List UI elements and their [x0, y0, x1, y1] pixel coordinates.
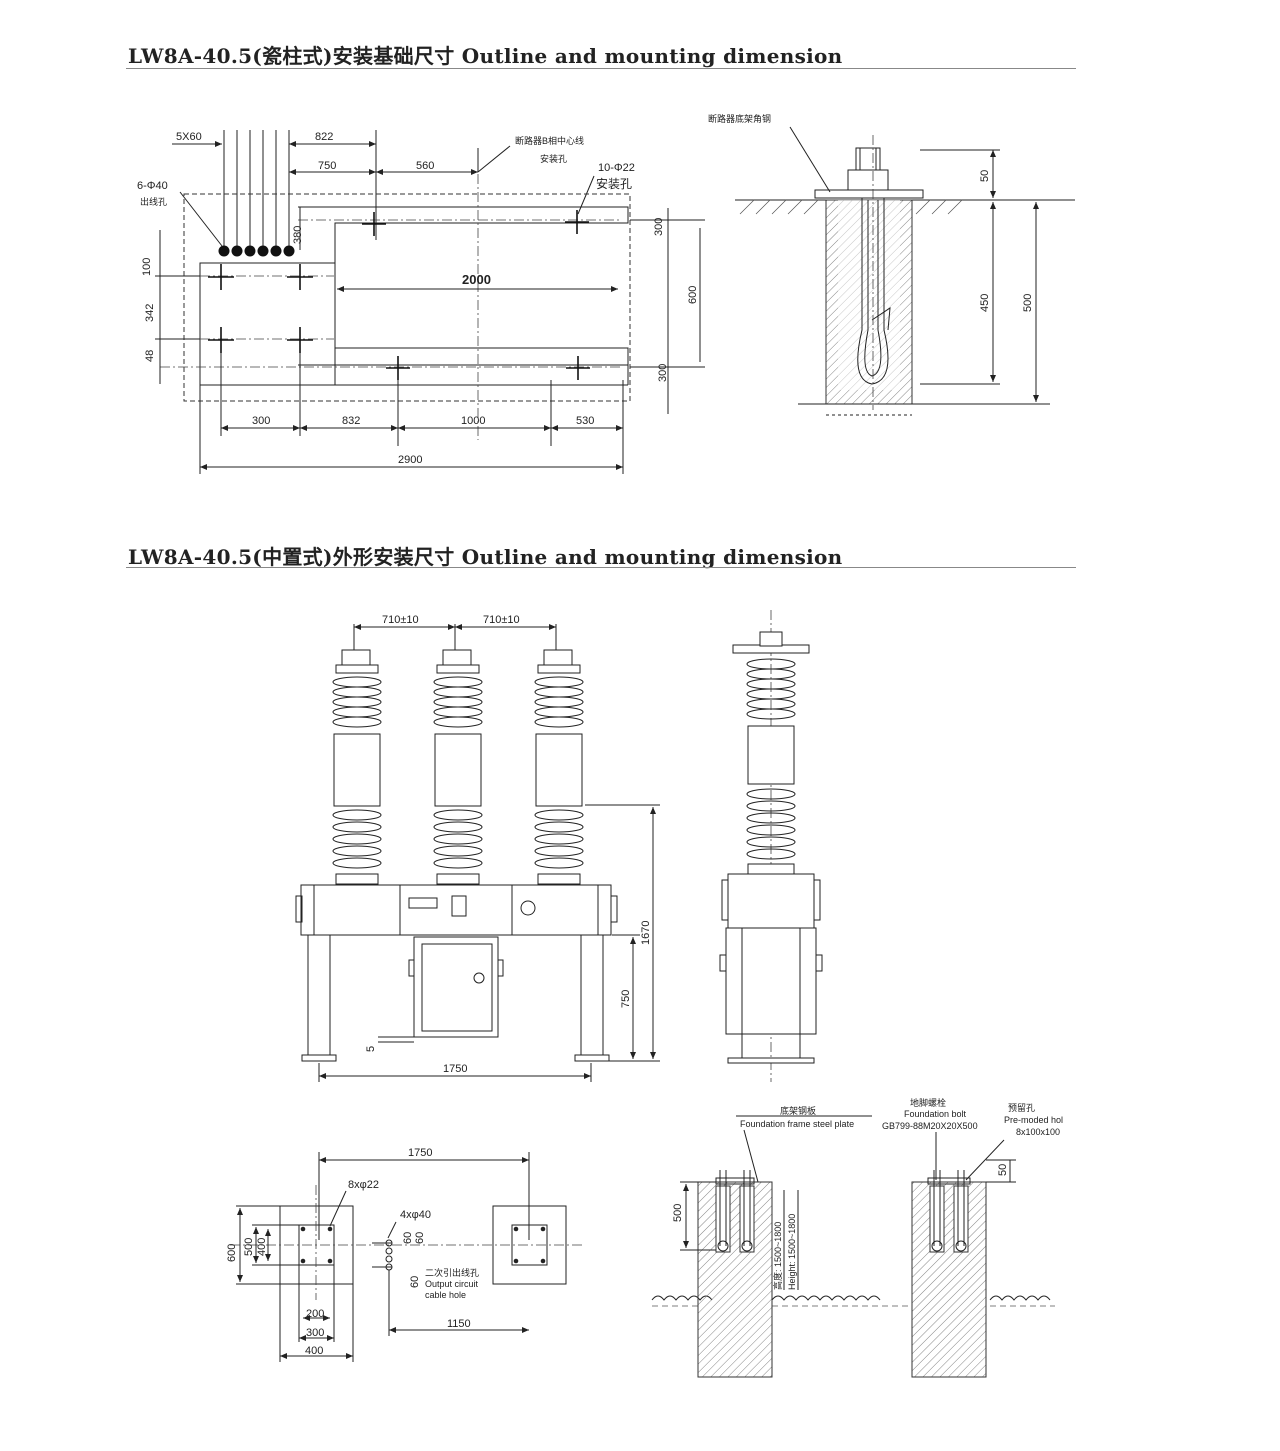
label-holes-8: 8xφ22 [348, 1179, 379, 1191]
label-bolt-cn: 地脚螺栓 [910, 1097, 946, 1108]
dim-5: 5 [365, 1046, 377, 1052]
dim-1150: 1150 [447, 1318, 471, 1330]
dim-400-plan: 400 [305, 1345, 323, 1357]
dim-750-front: 750 [620, 990, 632, 1008]
breaker-front-view: 710±10 710±10 [295, 614, 660, 1082]
label-mount-hole-b: 安装孔 [540, 153, 567, 164]
label-bolt-spec: GB799-88M20X20X500 [882, 1121, 978, 1131]
label-height-en: Height: 1500~1800 [787, 1214, 797, 1290]
label-outlet-hole: 出线孔 [140, 196, 167, 207]
label-hole-spec: 8x100x100 [1016, 1127, 1060, 1137]
mount-hole-crosses [208, 210, 590, 380]
bus-lines [223, 130, 290, 250]
dim-530: 530 [576, 415, 594, 427]
label-cable-hole-cn: 二次引出线孔 [425, 1267, 479, 1278]
dim-pitch-1: 710±10 [382, 614, 419, 626]
label-hole-cn: 预留孔 [1008, 1102, 1035, 1113]
dim-400-vertical: 400 [256, 1238, 268, 1256]
dim-bus: 5X60 [176, 131, 202, 143]
dim-600-plan: 600 [226, 1244, 238, 1262]
dim-822: 822 [315, 131, 333, 143]
dim-300-plan: 300 [306, 1327, 324, 1339]
dim-342: 342 [144, 304, 156, 322]
dim-380: 380 [292, 226, 304, 244]
dim-500: 500 [1022, 294, 1034, 312]
section1-rule [126, 68, 1076, 69]
label-cable-hole-en-2: cable hole [425, 1290, 466, 1300]
label-plate-en: Foundation frame steel plate [740, 1119, 854, 1129]
dim-832: 832 [342, 415, 360, 427]
pole-3 [534, 649, 584, 885]
dim-50: 50 [979, 170, 991, 182]
dim-2900: 2900 [398, 454, 422, 466]
label-height-cn: 高度: 1500~1800 [772, 1222, 783, 1290]
label-hole-en: Pre-moded hol [1004, 1115, 1063, 1125]
dim-60c: 60 [409, 1276, 421, 1288]
dim-100: 100 [141, 258, 153, 276]
dim-2000: 2000 [462, 272, 491, 287]
dim-1750-front: 1750 [443, 1063, 467, 1075]
breaker-side-view [719, 610, 823, 1082]
dim-500-plan: 500 [243, 1238, 255, 1256]
foundation-sections: 底架钢板 Foundation frame steel plate 地脚螺栓 F… [651, 1097, 1063, 1378]
dim-300b: 300 [657, 364, 669, 382]
dim-560: 560 [416, 160, 434, 172]
section1-title: LW8A-40.5(瓷柱式)安装基础尺寸 Outline and mountin… [128, 44, 843, 68]
pole-2 [433, 649, 483, 885]
dim-200: 200 [306, 1308, 324, 1320]
label-holes-4: 4xφ40 [400, 1209, 431, 1221]
label-holes-6: 6-Φ40 [137, 180, 168, 192]
section2-rule [126, 567, 1076, 568]
anchor-bolt-section: 断路器底架角钢 50 450 500 [708, 113, 1075, 416]
dim-500-section: 500 [672, 1204, 684, 1222]
label-center-line: 断路器B相中心线 [515, 135, 584, 146]
dim-48: 48 [144, 350, 156, 362]
dim-600: 600 [687, 286, 699, 304]
label-mount-hole: 安装孔 [596, 176, 632, 191]
dim-pitch-2: 710±10 [483, 614, 520, 626]
dim-50-section: 50 [997, 1164, 1009, 1176]
dim-750: 750 [318, 160, 336, 172]
section2-title: LW8A-40.5(中置式)外形安装尺寸 Outline and mountin… [128, 545, 843, 569]
pole-1 [332, 649, 382, 885]
dim-1000: 1000 [461, 415, 485, 427]
dim-1670: 1670 [640, 921, 652, 945]
label-bolt-en: Foundation bolt [904, 1109, 967, 1119]
label-plate-cn: 底架钢板 [780, 1105, 816, 1116]
label-holes-10: 10-Φ22 [598, 162, 635, 174]
label-cable-hole-en-1: Output circuit [425, 1279, 479, 1289]
foundation-bottom-plan: 1750 8xφ22 4xφ40 60 60 60 二次引出线孔 Output … [226, 1147, 582, 1362]
foundation-plan-view: 5X60 822 750 560 断路器B相中心线 安装孔 10-Φ22 安装孔… [137, 130, 705, 474]
dim-300c: 300 [252, 415, 270, 427]
outlet-holes [218, 245, 295, 257]
dim-60b: 60 [414, 1232, 426, 1244]
dim-300a: 300 [653, 218, 665, 236]
dim-1750-plan: 1750 [408, 1147, 432, 1159]
label-angle-steel: 断路器底架角钢 [708, 113, 771, 124]
dim-60a: 60 [402, 1232, 414, 1244]
dim-450: 450 [979, 294, 991, 312]
